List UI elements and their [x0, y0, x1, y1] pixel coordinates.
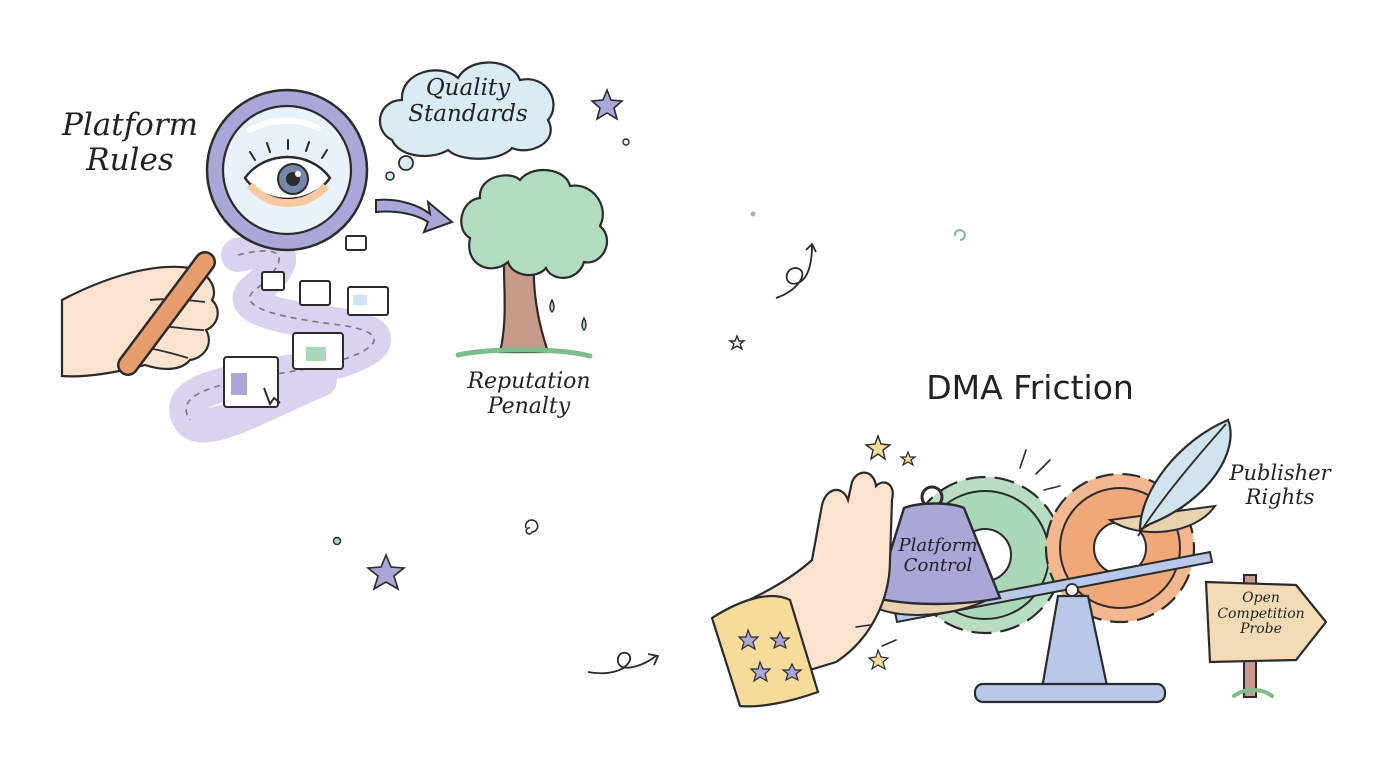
label-platform-control: Platform Control [898, 535, 978, 577]
label-dma-friction: DMA Friction [926, 368, 1134, 407]
signpost-icon [1204, 574, 1328, 698]
label-quality-standards: Quality Standards [408, 75, 528, 127]
star-icon [727, 334, 747, 351]
label-publisher-rights: Publisher Rights [1229, 461, 1331, 509]
star-icon [365, 552, 407, 591]
raised-hand-icon [710, 471, 894, 708]
cursor-icon [263, 387, 281, 407]
feather-icon [1137, 418, 1232, 537]
tree-icon [455, 168, 609, 359]
star-icon [590, 87, 624, 121]
balance-scale-icon [869, 504, 1218, 704]
thought-cloud-icon [378, 61, 555, 160]
label-reputation-penalty: Reputation Penalty [467, 369, 591, 419]
star-icon [867, 648, 890, 671]
label-open-competition-probe: Open Competition Probe [1217, 590, 1305, 638]
webpage-icon-fill [231, 295, 367, 395]
label-platform-rules: Platform Rules [62, 107, 199, 178]
weight-icon [874, 485, 1002, 606]
star-icon [864, 434, 892, 461]
arrow-icon [375, 198, 454, 234]
eye-icon [243, 139, 332, 208]
star-icon [899, 450, 917, 467]
